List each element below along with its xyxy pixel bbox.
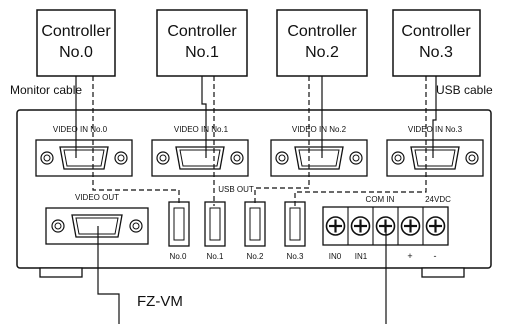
controller-number: No.2 (305, 44, 339, 61)
usb-port-2[interactable] (244, 201, 266, 247)
video-in-label-1: VIDEO IN No.1 (174, 125, 229, 134)
controller-box-0: Controller No.0 (36, 9, 116, 77)
controller-number: No.1 (185, 44, 219, 61)
video-in-label-3: VIDEO IN No.3 (408, 125, 463, 134)
usb-port-1[interactable] (204, 201, 226, 247)
controller-box-1: Controller No.1 (156, 9, 248, 77)
video-out-connector[interactable] (45, 207, 149, 245)
controller-box-2: Controller No.2 (276, 9, 368, 77)
video-in-connector-3[interactable] (386, 139, 484, 177)
video-in-connector-2[interactable] (270, 139, 368, 177)
usb-port-label-3: No.3 (287, 252, 304, 261)
dc-label: 24VDC (425, 195, 451, 204)
video-in-connector-0[interactable] (35, 139, 133, 177)
usb-cable-label: USB cable (436, 83, 493, 97)
video-in-label-2: VIDEO IN No.2 (292, 125, 347, 134)
com-in-label: COM IN (366, 195, 395, 204)
terminal-screw-minus[interactable] (425, 216, 446, 236)
video-out-label: VIDEO OUT (75, 193, 119, 202)
terminal-label-plus: + (407, 251, 412, 261)
terminal-label-in1: IN1 (355, 252, 368, 261)
controller-box-3: Controller No.3 (392, 9, 481, 77)
usb-port-label-1: No.1 (207, 252, 224, 261)
terminal-screw-plus[interactable] (400, 216, 421, 236)
usb-cables (92, 76, 427, 206)
video-in-connector-1[interactable] (151, 139, 249, 177)
device-foot (39, 267, 83, 278)
usb-port-0[interactable] (168, 201, 190, 247)
usb-out-label: USB OUT (218, 185, 254, 194)
controller-number: No.0 (59, 44, 93, 61)
terminal-screw-in1[interactable] (350, 216, 371, 236)
usb-port-label-0: No.0 (170, 252, 187, 261)
terminal-label-minus: - (434, 251, 437, 261)
controller-title: Controller (41, 23, 111, 40)
controller-title: Controller (401, 23, 471, 40)
terminal-screw-in0[interactable] (325, 216, 346, 236)
controller-title: Controller (287, 23, 357, 40)
monitor-cable-label: Monitor cable (10, 83, 82, 97)
controller-number: No.3 (419, 44, 453, 61)
monitor-cables (75, 76, 437, 324)
video-in-label-0: VIDEO IN No.0 (53, 125, 108, 134)
usb-port-3[interactable] (284, 201, 306, 247)
device-foot (421, 267, 465, 278)
controller-title: Controller (167, 23, 237, 40)
terminal-label-in0: IN0 (329, 252, 342, 261)
device-name-label: FZ-VM (137, 293, 183, 310)
usb-port-label-2: No.2 (247, 252, 264, 261)
